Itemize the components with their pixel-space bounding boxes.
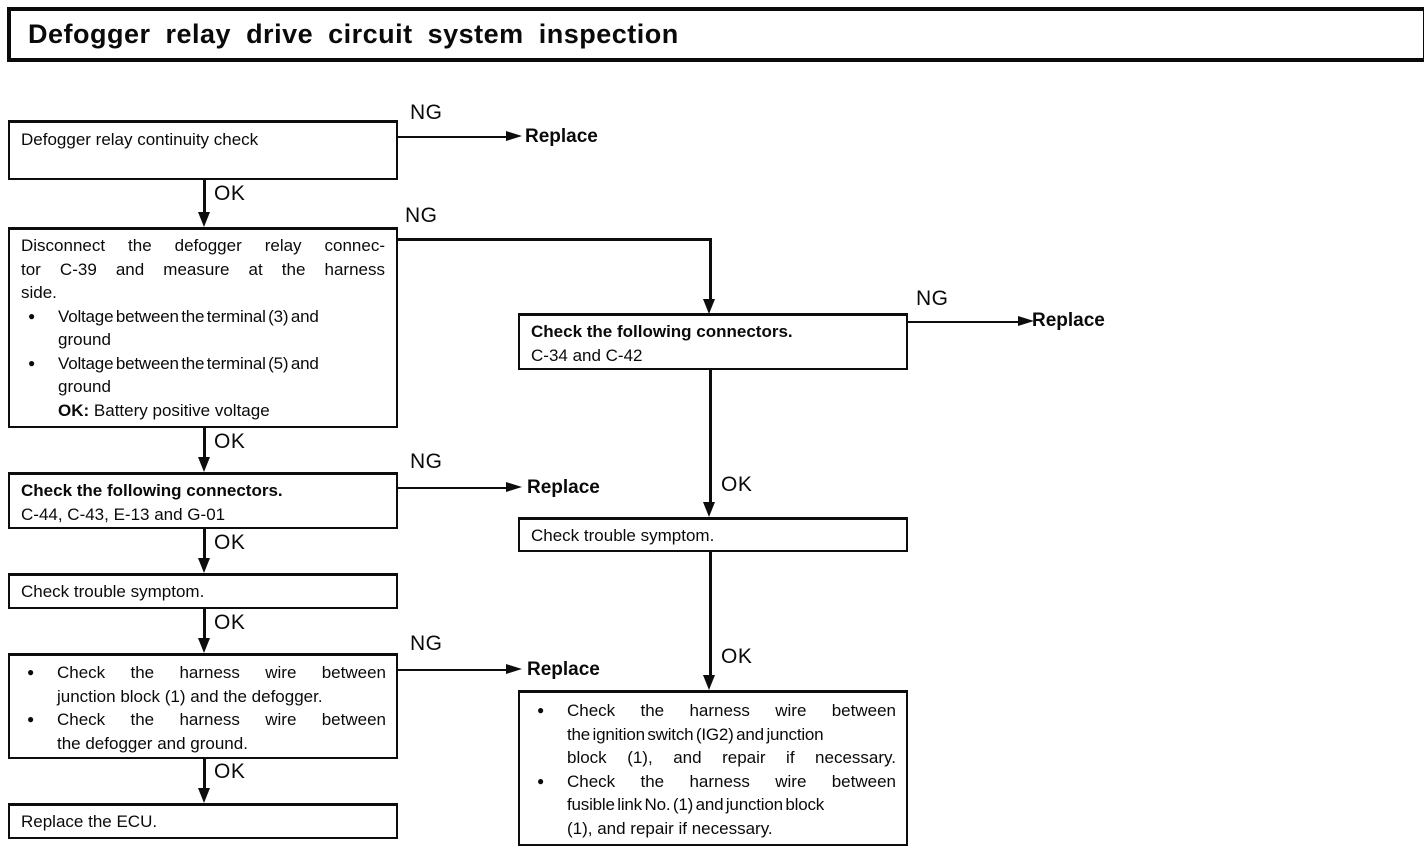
node-check-harness-defogger: ● Check the harness wire between junctio…	[8, 653, 398, 759]
node-check-connectors-c34: Check the following connectors. C-34 and…	[518, 313, 908, 370]
title-bar: Defogger relay drive circuit system insp…	[7, 7, 1424, 62]
flow-line	[709, 238, 712, 301]
flow-line	[203, 529, 206, 560]
ng-label: NG	[916, 287, 949, 310]
bullet-item: ● Check the harness wire between junctio…	[20, 661, 386, 708]
node-check-trouble-symptom-left: Check trouble symptom.	[8, 573, 398, 609]
bullet-item: ● Check the harness wire between the ign…	[530, 699, 896, 770]
arrow-down-icon	[703, 502, 715, 517]
node-defogger-relay-continuity-check: Defogger relay continuity check	[8, 120, 398, 180]
flow-line	[709, 552, 712, 676]
arrow-right-icon	[506, 664, 522, 674]
bullet-text-line: Check the harness wire between	[57, 710, 386, 729]
flow-line	[398, 136, 508, 138]
node-detail: C-34 and C-42	[531, 346, 643, 365]
ok-label: OK	[721, 473, 753, 496]
bullet-text-line: Check the harness wire between	[57, 663, 386, 682]
arrow-down-icon	[198, 788, 210, 803]
node-check-connectors-c44: Check the following connectors. C-44, C-…	[8, 472, 398, 529]
arrow-right-icon	[506, 482, 522, 492]
bullet-item: ● Check the harness wire between fusible…	[530, 770, 896, 841]
bullet-text-line: ground	[58, 330, 111, 349]
node-text: Check trouble symptom.	[21, 582, 205, 601]
flow-line	[398, 487, 508, 489]
bullet-icon: ●	[28, 308, 36, 323]
flow-line	[398, 238, 712, 241]
flow-line	[203, 428, 206, 459]
ok-label: OK	[214, 531, 246, 554]
ng-label: NG	[410, 450, 443, 473]
ok-label: OK	[214, 182, 246, 205]
node-disconnect-relay-measure: Disconnect the defogger relay connec- to…	[8, 227, 398, 428]
bullet-item: ● Check the harness wire between the def…	[20, 708, 386, 755]
arrow-down-icon	[198, 457, 210, 472]
bullet-icon: ●	[27, 712, 35, 726]
bullet-text-line: Check the harness wire between	[567, 771, 896, 791]
arrow-right-icon	[506, 131, 522, 141]
bullet-text-line: fusible link No. (1) and junction block	[567, 795, 825, 814]
arrow-down-icon	[198, 558, 210, 573]
arrow-down-icon	[198, 212, 210, 227]
flow-line	[203, 609, 206, 640]
node-heading: Check the following connectors.	[531, 322, 793, 341]
node-check-trouble-symptom-right: Check trouble symptom.	[518, 517, 908, 552]
ng-label: NG	[405, 204, 438, 227]
node-detail: C-44, C-43, E-13 and G-01	[21, 505, 226, 524]
replace-label: Replace	[527, 477, 600, 498]
bullet-text-line: junction block (1) and the defogger.	[57, 686, 323, 706]
flow-line	[709, 370, 712, 504]
ok-label: OK	[214, 611, 246, 634]
node-text-line: side.	[21, 283, 57, 302]
ok-label: OK	[214, 430, 246, 453]
flow-line	[203, 759, 206, 790]
arrow-right-icon	[1018, 316, 1034, 326]
bullet-text-line: ground	[58, 377, 111, 396]
page-title: Defogger relay drive circuit system insp…	[28, 19, 679, 49]
ok-label: OK	[721, 645, 753, 668]
node-text-line: tor C-39 and measure at the harness	[21, 259, 385, 279]
bullet-icon: ●	[537, 703, 545, 717]
bullet-text-line: block (1), and repair if necessary.	[567, 748, 896, 767]
ok-condition-label: OK:	[58, 400, 90, 420]
ng-label: NG	[410, 101, 443, 124]
replace-label: Replace	[527, 659, 600, 680]
bullet-item: ● Voltage between the terminal (3) and g…	[21, 305, 385, 352]
bullet-text-line: Voltage between the terminal (5) and	[58, 353, 319, 373]
arrow-down-icon	[198, 638, 210, 653]
bullet-icon: ●	[28, 355, 36, 370]
replace-label: Replace	[525, 126, 598, 147]
bullet-text-line: Check the harness wire between	[567, 701, 896, 720]
ng-label: NG	[410, 632, 443, 655]
ok-condition-line: OK: Battery positive voltage	[58, 399, 385, 423]
arrow-down-icon	[703, 675, 715, 690]
node-heading: Check the following connectors.	[21, 481, 283, 500]
node-text: Defogger relay continuity check	[21, 130, 259, 149]
node-text: Replace the ECU.	[21, 812, 158, 831]
node-text-line: Disconnect the defogger relay connec-	[21, 236, 385, 255]
bullet-text-line: (1), and repair if necessary.	[567, 818, 773, 838]
arrow-down-icon	[703, 299, 715, 314]
bullet-icon: ●	[537, 773, 545, 788]
bullet-text-line: the ignition switch (IG2) and junction	[567, 724, 824, 744]
node-replace-ecu: Replace the ECU.	[8, 803, 398, 839]
bullet-text-line: Voltage between the terminal (3) and	[58, 306, 319, 326]
flow-line	[908, 321, 1020, 323]
bullet-text-line: the defogger and ground.	[57, 733, 248, 753]
bullet-item: ● Voltage between the terminal (5) and g…	[21, 352, 385, 399]
replace-label: Replace	[1032, 310, 1105, 331]
bullet-icon: ●	[27, 665, 35, 679]
node-text: Check trouble symptom.	[531, 526, 715, 545]
ok-condition-value: Battery positive voltage	[93, 400, 270, 420]
node-check-harness-ignition: ● Check the harness wire between the ign…	[518, 690, 908, 846]
flow-line	[203, 180, 206, 214]
flow-line	[398, 669, 508, 671]
ok-label: OK	[214, 760, 246, 783]
